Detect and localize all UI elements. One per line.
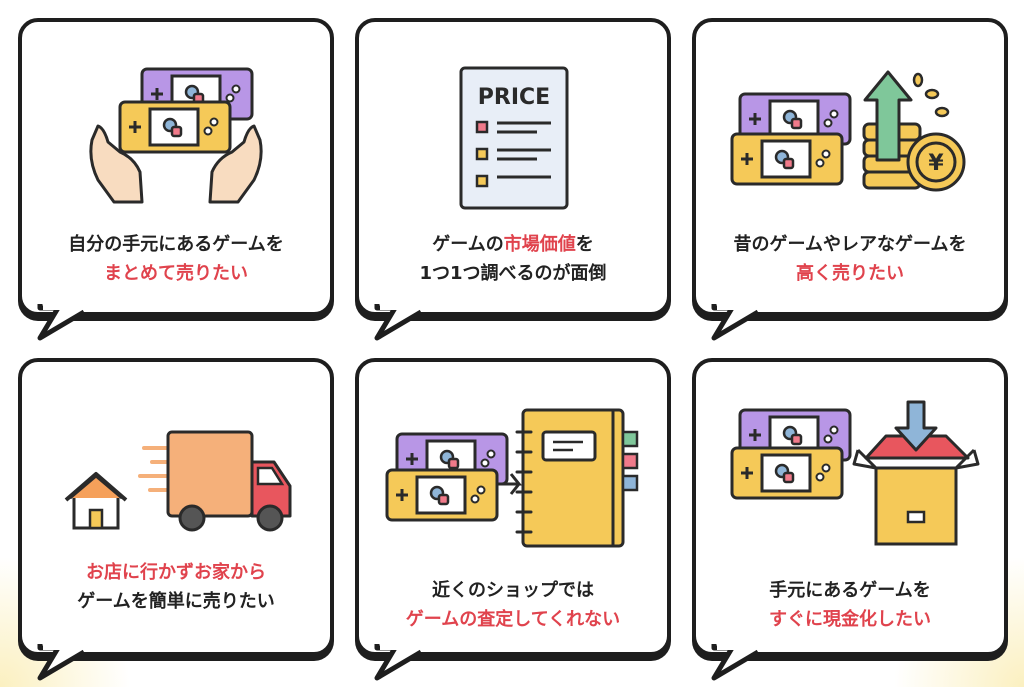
card-line-2-highlight: すぐに現金化したい: [769, 609, 931, 630]
card-line-1: 昔のゲームやレアなゲームを: [733, 234, 967, 255]
card-line-2-highlight: まとめて売りたい: [104, 263, 248, 284]
yen-symbol: ¥: [928, 151, 944, 176]
speech-bubble-tail: [711, 300, 760, 341]
speech-bubble-card-no-local-appraisal: 近くのショップでは ゲームの査定してくれない: [355, 358, 671, 681]
card-line-2: ゲームを簡単に売りたい: [77, 591, 275, 612]
consoles-into-box-illustration: [730, 400, 980, 546]
card-line-2: 1つ1つ調べるのが面倒: [419, 263, 607, 284]
card-line-1: 手元にあるゲームを: [769, 580, 931, 601]
speech-bubble-tail: [374, 640, 423, 681]
speech-bubble-card-home-sell: お店に行かずお家から ゲームを簡単に売りたい: [18, 358, 334, 681]
card-line-1: 自分の手元にあるゲームを: [68, 234, 284, 255]
speech-bubble-tail: [37, 640, 86, 681]
card-line-2-highlight: 高く売りたい: [796, 263, 904, 284]
card-line-1: 近くのショップでは: [432, 580, 594, 601]
price-list-document-illustration: PRICE: [459, 66, 569, 210]
card-line-1-highlight: お店に行かずお家から: [86, 562, 266, 583]
speech-bubble-card-bulk-sell: 自分の手元にあるゲームを まとめて売りたい: [18, 18, 334, 341]
speech-bubble-tail: [374, 300, 423, 341]
card-line-2-highlight: ゲームの査定してくれない: [405, 609, 621, 630]
consoles-and-notebook-illustration: [385, 408, 639, 548]
house-and-delivery-truck-illustration: [64, 430, 292, 532]
card-line-1-suffix: を: [575, 234, 594, 255]
speech-bubble-card-market-value: PRICE ゲームの市場価値を 1つ1つ調べるのが面倒: [355, 18, 671, 341]
consoles-in-hands-illustration: [89, 67, 263, 204]
card-line-1: ゲームの市場価値を: [359, 230, 667, 259]
card-line-1-prefix: ゲームの: [432, 234, 504, 255]
card-line-1-highlight: 市場価値: [503, 234, 576, 255]
consoles-and-yen-coins-illustration: ¥: [730, 70, 966, 192]
speech-bubble-tail: [37, 300, 86, 341]
speech-bubble-card-sell-high: ¥ 昔のゲームやレアなゲームを 高く売りたい: [692, 18, 1008, 341]
speech-bubble-tail: [711, 640, 760, 681]
speech-bubble-card-quick-cash: 手元にあるゲームを すぐに現金化したい: [692, 358, 1008, 681]
price-label: PRICE: [478, 85, 550, 110]
